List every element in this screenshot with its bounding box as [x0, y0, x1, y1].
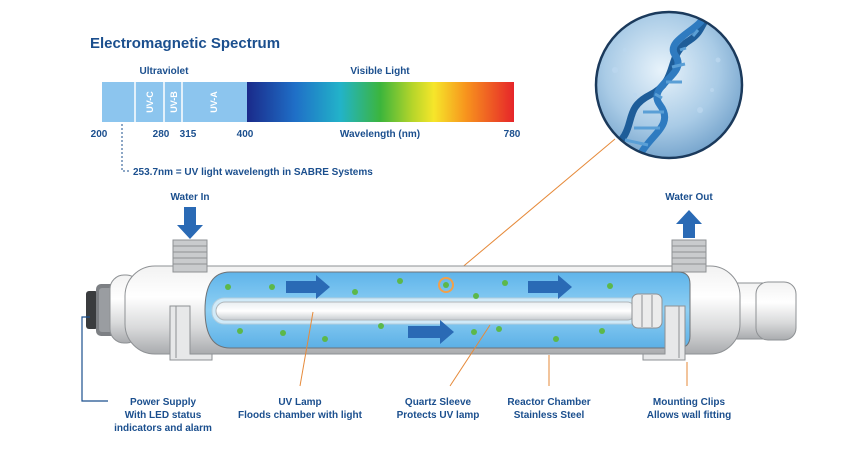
right-end-cap-outer	[755, 281, 797, 341]
power-supply-title: Power Supply	[130, 397, 197, 408]
tick-label: 780	[504, 129, 521, 140]
uvc-label: UV-C	[145, 91, 155, 113]
power-supply-desc: With LED status	[125, 410, 202, 421]
power-supply-leader	[81, 316, 108, 402]
water-out-arrow-icon	[676, 210, 702, 238]
uv-band	[102, 82, 247, 122]
mounting-clips-title: Mounting Clips	[653, 397, 726, 408]
mounting-clip	[169, 305, 213, 361]
water-in-arrow-icon	[177, 207, 203, 239]
magnify-callout-line	[446, 138, 616, 281]
power-supply-desc: indicators and alarm	[114, 423, 212, 434]
water-out-label: Water Out	[665, 192, 713, 203]
uv-lamp-leader	[299, 311, 314, 387]
visible-band	[247, 82, 514, 122]
mounting-clips-desc: Allows wall fitting	[647, 410, 731, 421]
uvb-label: UV-B	[169, 91, 179, 113]
water-in-label: Water In	[170, 192, 209, 203]
tick-label: 315	[180, 129, 197, 140]
wavelength-note: 253.7nm = UV light wavelength in SABRE S…	[133, 167, 373, 178]
uva-label: UV-A	[209, 91, 219, 113]
uv-lamp	[215, 301, 637, 321]
flow-arrow-icon	[408, 320, 454, 344]
page-title: Electromagnetic Spectrum	[90, 35, 280, 52]
flow-arrow-icon	[286, 275, 330, 299]
quartz-sleeve-title: Quartz Sleeve	[405, 397, 472, 408]
visible-light-label: Visible Light	[350, 66, 410, 77]
ultraviolet-label: Ultraviolet	[140, 66, 190, 77]
tick-label: 400	[237, 129, 254, 140]
water-inlet-port	[172, 239, 208, 273]
dna-magnified-view	[594, 10, 744, 160]
sleeve-nut	[631, 293, 663, 329]
quartz-sleeve-desc: Protects UV lamp	[397, 410, 480, 421]
reactor-chamber-desc: Stainless Steel	[514, 410, 585, 421]
mounting-clip	[642, 305, 686, 361]
wavelength-axis-label: Wavelength (nm)	[340, 129, 420, 140]
flow-arrow-icon	[528, 275, 572, 299]
uv-lamp-title: UV Lamp	[278, 397, 321, 408]
bacteria-dots	[225, 278, 613, 342]
tick-label: 280	[153, 129, 170, 140]
water-outlet-port	[671, 239, 707, 273]
tick-label: 200	[91, 129, 108, 140]
dna-helix-icon	[606, 12, 721, 158]
uv-lamp-desc: Floods chamber with light	[238, 410, 363, 421]
reactor-chamber-title: Reactor Chamber	[507, 397, 590, 408]
wavelength-note-leader	[121, 124, 130, 172]
magnified-bacteria-highlight	[438, 277, 454, 293]
quartz-sleeve-leader	[449, 324, 491, 387]
